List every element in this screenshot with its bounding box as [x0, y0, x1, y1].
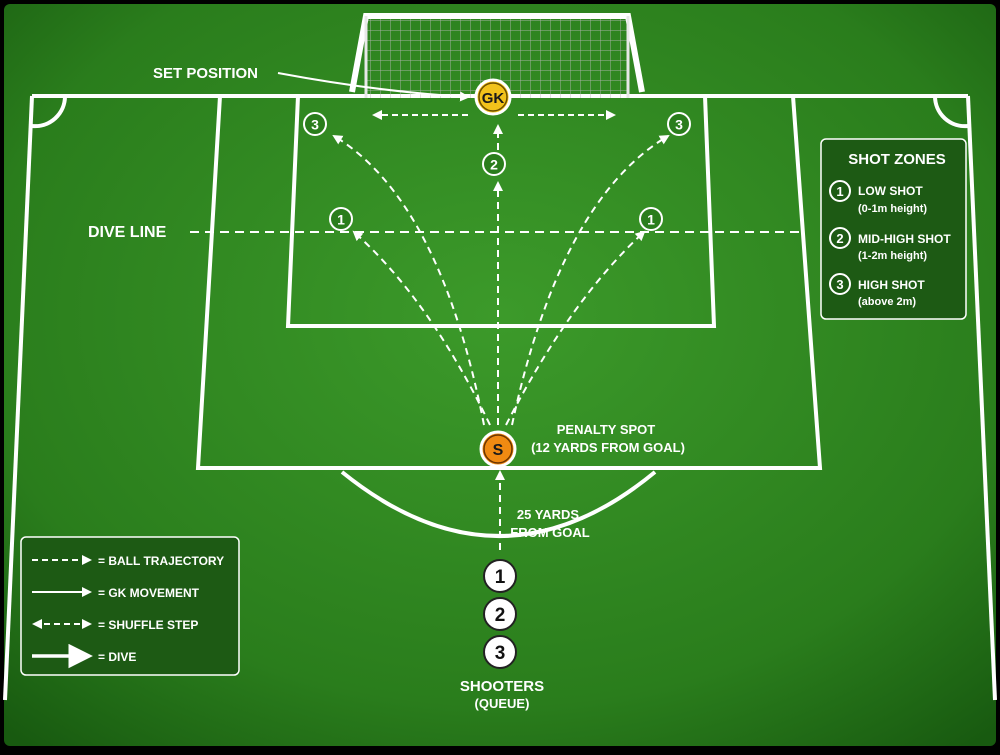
- svg-text:2: 2: [836, 231, 843, 246]
- goalkeeper-marker: GK: [474, 78, 512, 116]
- svg-text:3: 3: [836, 277, 843, 292]
- penalty-box: [195, 95, 823, 470]
- svg-text:1: 1: [647, 212, 655, 228]
- svg-text:1: 1: [836, 184, 843, 199]
- shot-zones-title: SHOT ZONES: [848, 151, 946, 168]
- shooters-label: SHOOTERS: [460, 678, 544, 695]
- target-left-high: 3: [303, 112, 327, 136]
- svg-text:(0-1m height): (0-1m height): [858, 203, 927, 215]
- touchline-left: [3, 95, 34, 701]
- svg-text:GK: GK: [482, 90, 505, 107]
- shooter-marker: S: [479, 430, 517, 468]
- goal-area: [285, 95, 717, 328]
- legend-gk-movement: = GK MOVEMENT: [32, 586, 200, 600]
- queue-shooter-2: 2: [483, 597, 517, 631]
- svg-text:2: 2: [495, 605, 506, 626]
- shooter-queue: 1 2 3: [483, 559, 517, 669]
- distance-label: 25 YARDS: [517, 507, 579, 522]
- svg-text:HIGH SHOT: HIGH SHOT: [858, 278, 925, 292]
- trajectory-right-high: [511, 134, 670, 426]
- svg-text:= GK MOVEMENT: = GK MOVEMENT: [98, 586, 200, 600]
- shot-zone-1: 1 LOW SHOT (0-1m height): [829, 180, 927, 215]
- svg-text:S: S: [493, 442, 504, 459]
- svg-text:3: 3: [495, 643, 506, 664]
- corner-arc-left: [31, 95, 68, 129]
- queue-shooter-3: 3: [483, 635, 517, 669]
- penalty-spot-distance: (12 YARDS FROM GOAL): [531, 440, 685, 455]
- shot-zone-3: 3 HIGH SHOT (above 2m): [829, 273, 925, 308]
- svg-text:LOW SHOT: LOW SHOT: [858, 184, 923, 198]
- goal: [349, 13, 645, 98]
- target-right-low: 1: [639, 207, 663, 231]
- svg-text:MID-HIGH SHOT: MID-HIGH SHOT: [858, 232, 951, 246]
- legend-ball-trajectory: = BALL TRAJECTORY: [32, 554, 224, 568]
- svg-text:(above 2m): (above 2m): [858, 296, 916, 308]
- shooters-sublabel: (QUEUE): [475, 696, 530, 711]
- corner-arc-right: [932, 95, 969, 129]
- svg-text:= DIVE: = DIVE: [98, 650, 136, 664]
- pitch-surface: [4, 4, 996, 746]
- svg-text:= SHUFFLE STEP: = SHUFFLE STEP: [98, 618, 198, 632]
- ball-trajectories: [332, 124, 670, 550]
- svg-text:1: 1: [337, 212, 345, 228]
- svg-text:3: 3: [311, 117, 319, 133]
- queue-shooter-1: 1: [483, 559, 517, 593]
- target-right-high: 3: [667, 112, 691, 136]
- shot-zones-panel: SHOT ZONES 1 LOW SHOT (0-1m height) 2 MI…: [820, 138, 967, 320]
- svg-text:= BALL TRAJECTORY: = BALL TRAJECTORY: [98, 554, 224, 568]
- svg-text:3: 3: [675, 117, 683, 133]
- set-position-label: SET POSITION: [153, 65, 258, 82]
- shot-zone-2: 2 MID-HIGH SHOT (1-2m height): [829, 227, 951, 262]
- dive-line-label: DIVE LINE: [88, 224, 167, 241]
- legend-shuffle-step: = SHUFFLE STEP: [32, 618, 198, 632]
- distance-label-2: FROM GOAL: [510, 525, 589, 540]
- svg-text:2: 2: [490, 157, 498, 173]
- svg-text:1: 1: [495, 567, 506, 588]
- target-center: 2: [482, 152, 506, 176]
- set-position-pointer: [277, 72, 470, 102]
- legend-dive: = DIVE: [32, 643, 136, 669]
- trajectory-left-high: [332, 134, 485, 426]
- legend-panel: = BALL TRAJECTORY = GK MOVEMENT = SHUFFL…: [20, 536, 240, 676]
- target-left-low: 1: [329, 207, 353, 231]
- svg-text:(1-2m height): (1-2m height): [858, 250, 927, 262]
- touchline-right: [966, 95, 997, 701]
- penalty-spot-label: PENALTY SPOT: [557, 422, 656, 437]
